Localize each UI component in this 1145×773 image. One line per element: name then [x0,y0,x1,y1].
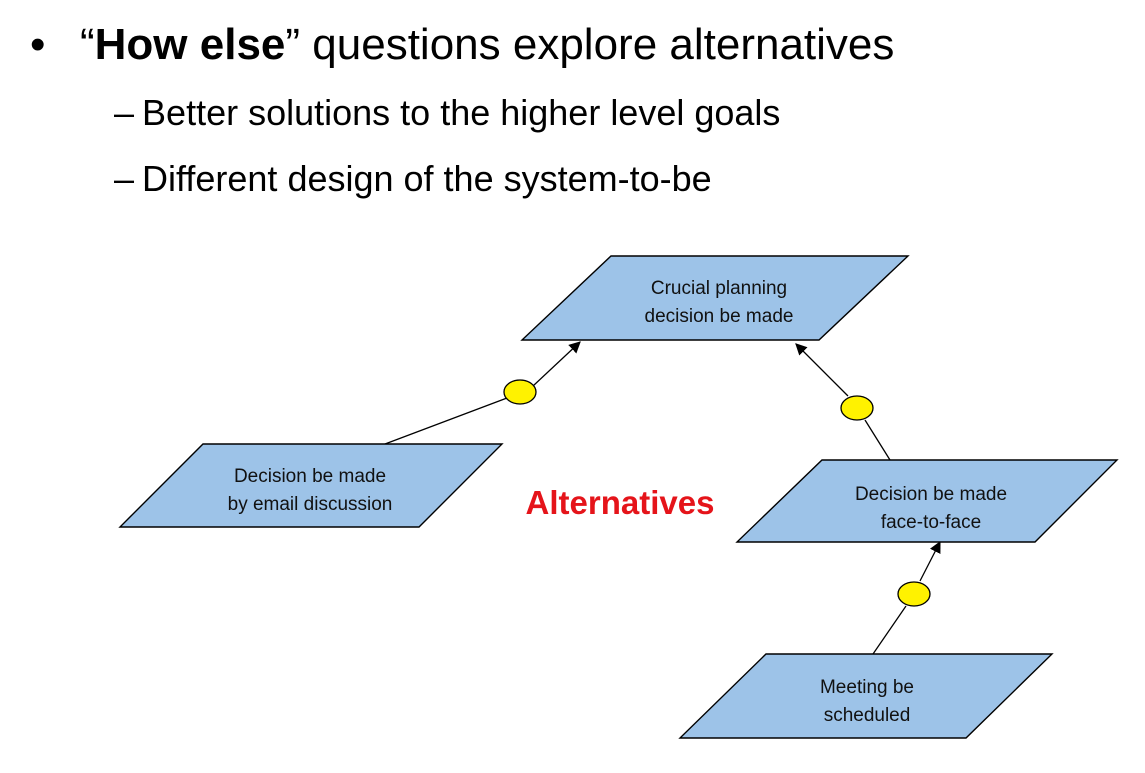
goal-label-line: decision be made [645,306,794,327]
goal-face-to-face: Decision be made face-to-face [735,459,1119,543]
goal-label-line: face-to-face [881,512,981,533]
bullet-symbol: • [30,20,46,69]
sub-bullet-dash: – [114,92,135,133]
alternatives-label: Alternatives [526,484,715,521]
arrow-junction-to-face [919,540,941,582]
goal-email-discussion: Decision be made by email discussion [118,443,504,528]
and-refinement-junction [840,395,874,421]
sub-bullet-1: –Better solutions to the higher level go… [114,92,780,134]
goal-meeting-scheduled: Meeting be scheduled [678,653,1054,739]
link-meeting-to-junction [872,605,907,655]
sub-bullet-dash: – [114,158,135,199]
goal-label-line: Crucial planning [651,278,787,299]
bullet-bold-text: How else [94,20,286,69]
goal-label-line: Decision be made [855,484,1007,505]
link-face-to-junction [864,419,891,461]
arrow-junction-to-crucial-right [795,343,849,397]
and-refinement-junction [503,379,537,405]
goal-label-line: scheduled [824,705,911,726]
main-bullet: • “How else” questions explore alternativ… [30,20,894,70]
open-quote: “ [80,20,95,69]
sub-bullet-text: Better solutions to the higher level goa… [142,92,781,133]
link-email-to-junction [384,397,508,445]
bullet-rest-text: questions explore alternatives [300,20,895,69]
goal-label-line: Decision be made [234,466,386,487]
and-refinement-junction [897,581,931,607]
goal-crucial-planning: Crucial planning decision be made [520,255,910,341]
close-quote: ” [285,20,301,69]
arrow-junction-to-crucial [532,341,581,387]
sub-bullet-2: –Different design of the system-to-be [114,158,712,200]
sub-bullet-text: Different design of the system-to-be [142,158,712,199]
goal-label-line: by email discussion [228,494,393,515]
goal-label-line: Meeting be [820,677,914,698]
